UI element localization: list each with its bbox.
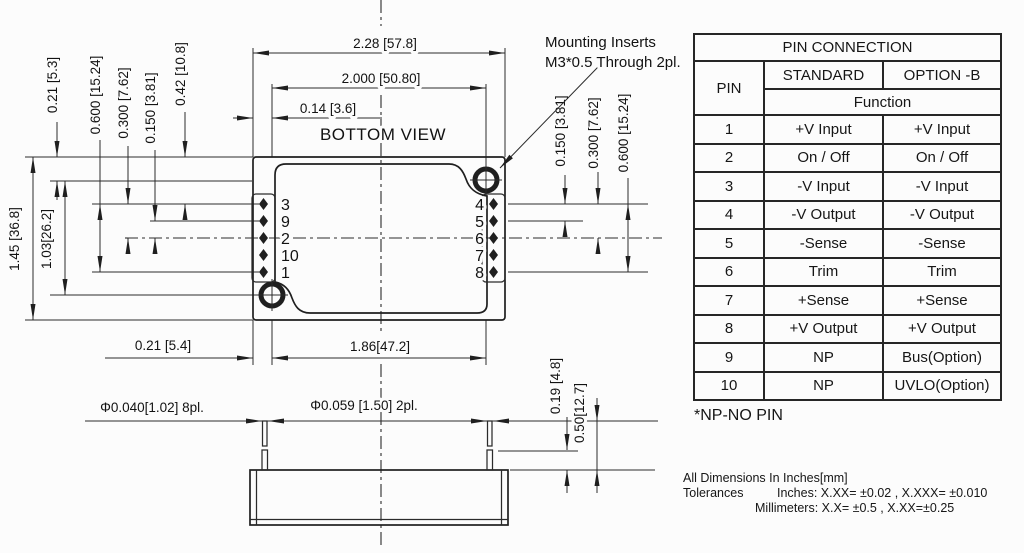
standard-function: +V Output [763, 313, 884, 344]
standard-function: NP [763, 370, 884, 401]
standard-function: -V Input [763, 171, 884, 202]
bottom-view: 3 9 2 10 1 4 5 6 7 8 BOTTOM VIEW [251, 122, 506, 321]
extension-lines [25, 48, 655, 471]
side-view [249, 420, 509, 526]
option-b-function: UVLO(Option) [881, 370, 1003, 401]
dim-right-0-300: 0.300 [7.62] [586, 97, 601, 168]
dim-left-0-300: 0.300 [7.62] [116, 67, 131, 138]
table-row: 8 +V Output +V Output [693, 313, 1003, 344]
function-header: Function [762, 88, 1003, 116]
mounting-note-line1: Mounting Inserts [545, 34, 656, 51]
dim-pin-length: 0.50[12.7] [572, 383, 587, 443]
mounting-insert-bottom-left [256, 279, 288, 311]
pin-number: 10 [693, 370, 765, 401]
np-footnote: *NP-NO PIN [694, 407, 783, 424]
mounting-note-line2: M3*0.5 Through 2pl. [545, 54, 681, 71]
option-b-function: -V Input [881, 171, 1003, 202]
pin-number: 4 [693, 199, 765, 230]
pin-numbers: 3 9 2 10 1 4 5 6 7 8 [278, 194, 487, 285]
column-header-pin: PIN [693, 60, 765, 116]
dim-pin-dia-large: Φ0.059 [1.50] 2pl. [310, 398, 418, 413]
dimension-annotations: 2.28 [57.8] 2.000 [50.80] 0.14 [3.6] 0.2… [4, 31, 684, 493]
option-b-function: Bus(Option) [881, 342, 1003, 373]
pin-markers [259, 198, 498, 278]
pin-label-4: 4 [475, 197, 484, 214]
mounting-insert-top-right [470, 164, 502, 196]
standard-function: -V Output [763, 199, 884, 230]
dim-insert-height: 1.03[26.2] [39, 209, 54, 269]
option-b-function: +Sense [881, 285, 1003, 316]
dimension-notes: All Dimensions In Inches[mm] Tolerances I… [683, 471, 1018, 516]
dim-bottom-1-86: 1.86[47.2] [350, 339, 410, 354]
pin-label-3: 3 [281, 197, 290, 214]
option-b-function: Trim [881, 256, 1003, 287]
table-row: 9 NP Bus(Option) [693, 342, 1003, 373]
dim-left-0-21: 0.21 [5.3] [45, 57, 60, 113]
dimensions-note: All Dimensions In Inches[mm] [683, 471, 848, 485]
option-b-function: -V Output [881, 199, 1003, 230]
dim-overall-height: 1.45 [36.8] [7, 207, 22, 271]
pin-number: 1 [693, 114, 765, 145]
side-view-pins [261, 420, 494, 471]
standard-function: -Sense [763, 228, 884, 259]
view-label: BOTTOM VIEW [320, 125, 446, 144]
pin-label-10: 10 [281, 248, 299, 265]
pin-label-9: 9 [281, 214, 290, 231]
option-b-function: +V Output [881, 313, 1003, 344]
table-row: 10 NP UVLO(Option) [693, 370, 1003, 401]
table-row: 5 -Sense -Sense [693, 228, 1003, 259]
dim-insert-spacing: 2.000 [50.80] [342, 71, 421, 86]
dim-left-0-150: 0.150 [3.81] [143, 72, 158, 143]
tolerances-note: Tolerances Inches: X.XX= ±0.02 , X.XXX= ±… [683, 486, 1018, 501]
dim-left-0-600: 0.600 [15.24] [88, 56, 103, 135]
table-row: 1 +V Input +V Input [693, 114, 1003, 145]
mechanical-drawing: 3 9 2 10 1 4 5 6 7 8 BOTTOM VIEW 2 [4, 0, 684, 548]
dim-bottom-0-21: 0.21 [5.4] [135, 338, 191, 353]
pin-label-6: 6 [475, 231, 484, 248]
pin-label-8: 8 [475, 265, 484, 282]
standard-function: Trim [763, 256, 884, 287]
dim-pin-standoff: 0.19 [4.8] [548, 358, 563, 414]
column-header-standard: STANDARD [763, 60, 884, 90]
option-b-function: -Sense [881, 228, 1003, 259]
table-row: 4 -V Output -V Output [693, 199, 1003, 230]
column-header-option-b: OPTION -B [881, 60, 1003, 90]
dim-left-0-42: 0.42 [10.8] [173, 42, 188, 106]
pin-number: 3 [693, 171, 765, 202]
pin-number: 6 [693, 256, 765, 287]
pin-number: 5 [693, 228, 765, 259]
center-lines [125, 0, 662, 548]
standard-function: On / Off [763, 142, 884, 173]
table-row: 7 +Sense +Sense [693, 285, 1003, 316]
pin-connection-table: PIN CONNECTION PIN STANDARD OPTION -B Fu… [692, 33, 1003, 401]
standard-function: +V Input [763, 114, 884, 145]
dim-pin-dia-small: Φ0.040[1.02] 8pl. [100, 400, 204, 415]
standard-function: +Sense [763, 285, 884, 316]
tolerances-label: Tolerances [683, 486, 744, 500]
pin-number: 2 [693, 142, 765, 173]
pin-number: 9 [693, 342, 765, 373]
option-b-function: +V Input [881, 114, 1003, 145]
pin-number: 7 [693, 285, 765, 316]
dim-overall-width: 2.28 [57.8] [353, 36, 417, 51]
table-row: 3 -V Input -V Input [693, 171, 1003, 202]
pin-label-5: 5 [475, 214, 484, 231]
pin-number: 8 [693, 313, 765, 344]
pin-label-7: 7 [475, 248, 484, 265]
option-b-function: On / Off [881, 142, 1003, 173]
table-row: 6 Trim Trim [693, 256, 1003, 287]
pin-label-2: 2 [281, 231, 290, 248]
inches-tolerance: Inches: X.XX= ±0.02 , X.XXX= ±0.010 [777, 486, 988, 500]
dim-edge-to-pin: 0.14 [3.6] [300, 101, 356, 116]
millimeters-tolerance: Millimeters: X.X= ±0.5 , X.XX=±0.25 [755, 501, 955, 515]
table-title: PIN CONNECTION [692, 33, 1003, 62]
pin-label-1: 1 [281, 265, 290, 282]
table-row: 2 On / Off On / Off [693, 142, 1003, 173]
standard-function: NP [763, 342, 884, 373]
dim-right-0-600: 0.600 [15.24] [616, 94, 631, 173]
